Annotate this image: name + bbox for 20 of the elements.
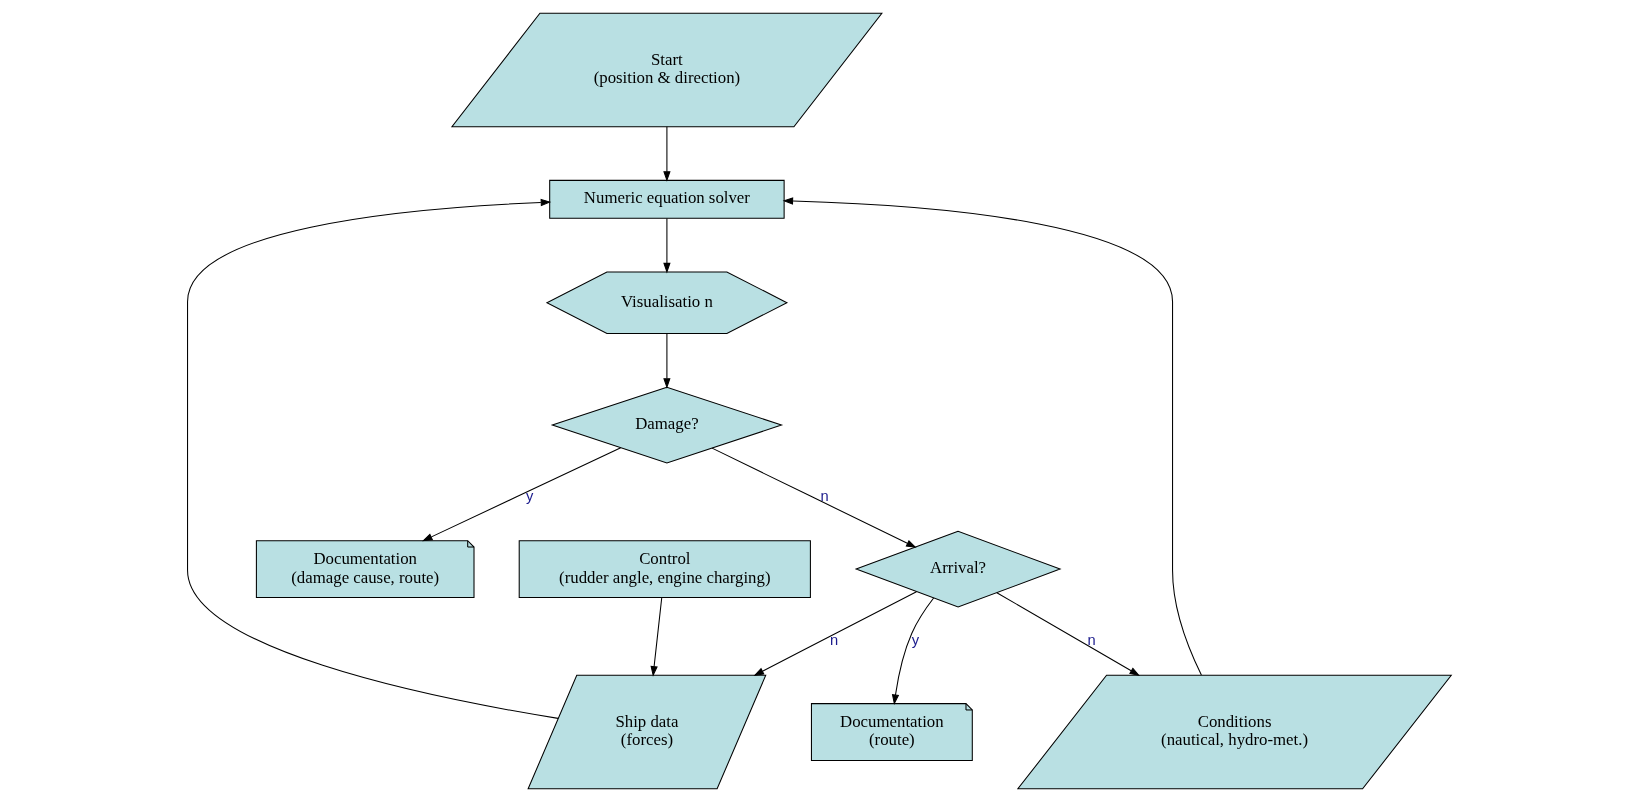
arrow	[891, 597, 935, 705]
node-diamond: Damage?	[550, 386, 784, 463]
edge-label: n	[1087, 631, 1096, 648]
arrow	[663, 217, 671, 273]
arrow	[996, 591, 1140, 676]
arrow	[422, 446, 622, 541]
edge-label: y	[911, 631, 920, 648]
arrow	[782, 196, 1202, 675]
node-box: Control (rudder angle, engine charging)	[518, 539, 811, 598]
arrow	[753, 590, 917, 676]
arrow	[711, 447, 917, 548]
arrow	[650, 596, 663, 677]
edge-label: y	[526, 487, 534, 504]
arrow	[663, 125, 671, 182]
arrow	[663, 332, 671, 389]
edge-label: n	[829, 631, 839, 648]
edge-label: n	[820, 487, 829, 504]
arrow	[187, 198, 559, 719]
node-diamond: Arrival?	[854, 530, 1062, 607]
node-box: Numeric equation solver	[549, 179, 785, 219]
